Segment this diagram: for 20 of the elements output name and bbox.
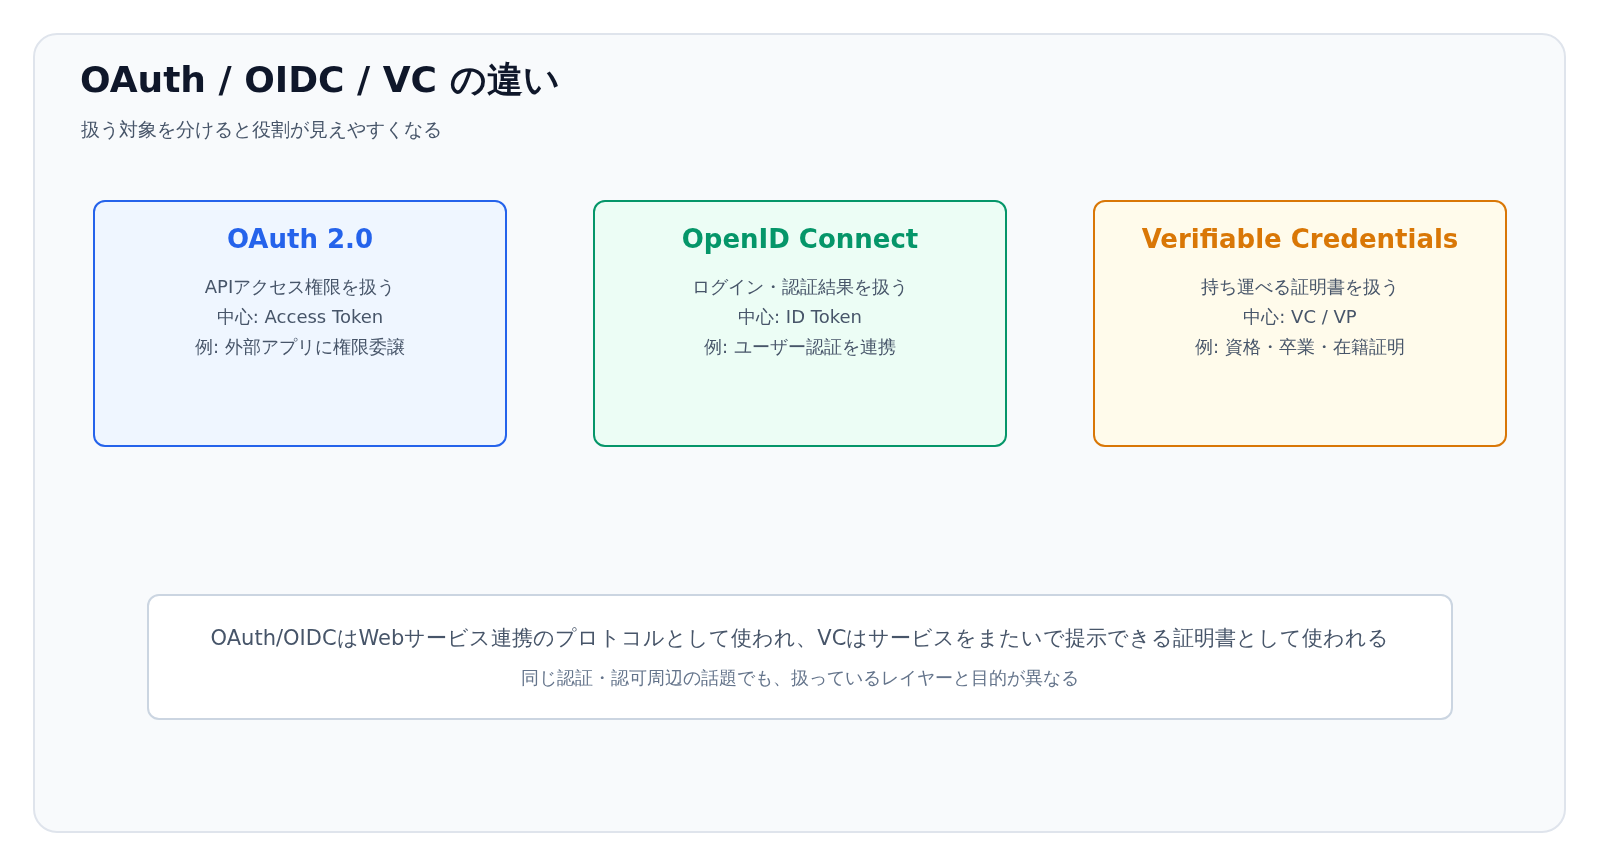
summary-text: OAuth/OIDCはWebサービス連携のプロトコルとして使われ、VCはサービスをまたいで提示できる証明書として使われる <box>209 625 1391 652</box>
summary-box <box>147 594 1453 720</box>
description-line: 中心: VC / VP <box>1242 305 1358 329</box>
box-heading: Verifiable Credentials <box>1140 224 1460 254</box>
box-heading: OAuth 2.0 <box>225 224 375 254</box>
subtitle: 扱う対象を分けると役割が見えやすくなる <box>81 117 442 142</box>
description-line: 例: 資格・卒業・在籍証明 <box>1194 335 1406 359</box>
title: OAuth / OIDC / VC の違い <box>80 58 560 102</box>
description-line: 例: 外部アプリに権限委譲 <box>194 335 406 359</box>
description-line: 中心: Access Token <box>215 305 385 329</box>
description-line: APIアクセス権限を扱う <box>203 275 397 299</box>
box-heading: OpenID Connect <box>680 224 920 254</box>
concept-box <box>593 200 1007 447</box>
description-line: 持ち運べる証明書を扱う <box>1200 275 1400 299</box>
description-line: ログイン・認証結果を扱う <box>691 275 909 299</box>
summary-note: 同じ認証・認可周辺の話題でも、扱っているレイヤーと目的が異なる <box>520 666 1080 690</box>
concept-box <box>93 200 507 447</box>
description-line: 例: ユーザー認証を連携 <box>703 335 897 359</box>
description-line: 中心: ID Token <box>737 305 863 329</box>
concept-box <box>1093 200 1507 447</box>
